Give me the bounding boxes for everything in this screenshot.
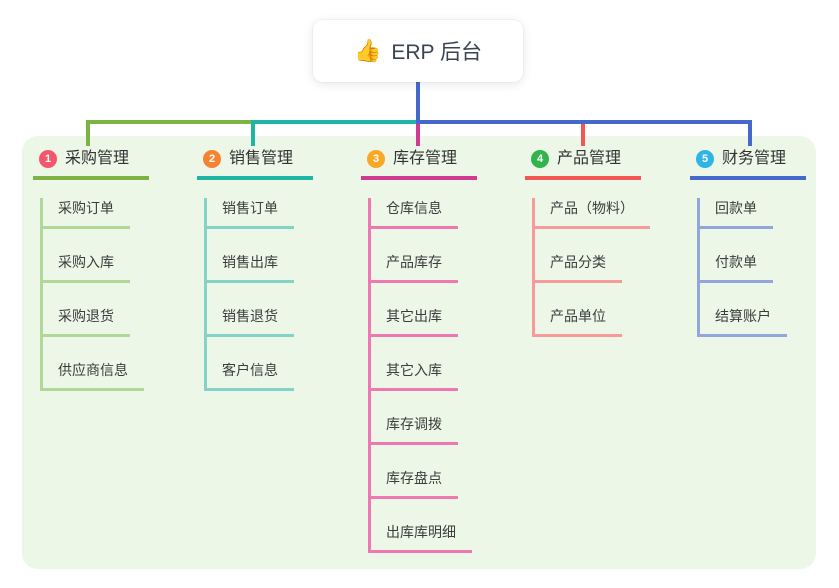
connector-branch-purchase-drop [86, 120, 90, 146]
connector-branch-finance-stem [416, 82, 420, 124]
sub-item[interactable]: 库存盘点 [371, 468, 458, 499]
connector-branch-inventory-drop [416, 120, 420, 146]
sub-item[interactable]: 销售订单 [207, 198, 294, 229]
branch-label: 财务管理 [722, 150, 787, 167]
connector-branch-product-drop [581, 120, 585, 146]
branch-label: 销售管理 [229, 150, 294, 167]
sub-item[interactable]: 产品（物料） [535, 198, 650, 229]
sub-item[interactable]: 结算账户 [700, 306, 787, 337]
branch-number-badge: 4 [531, 150, 549, 168]
branch-sales: 2 销售管理销售订单销售出库销售退货客户信息 [197, 146, 314, 391]
branch-header-finance[interactable]: 5 财务管理 [690, 146, 807, 180]
sub-item[interactable]: 销售出库 [207, 252, 294, 283]
sub-item[interactable]: 产品分类 [535, 252, 622, 283]
branch-number-badge: 2 [203, 150, 221, 168]
sub-list-finance: 回款单付款单结算账户 [697, 198, 787, 337]
sub-item[interactable]: 采购入库 [43, 252, 130, 283]
sub-item[interactable]: 产品单位 [535, 306, 622, 337]
branch-number-badge: 3 [367, 150, 385, 168]
branch-number-badge: 1 [39, 150, 57, 168]
sub-item[interactable]: 采购退货 [43, 306, 130, 337]
branch-header-sales[interactable]: 2 销售管理 [197, 146, 314, 180]
sub-list-sales: 销售订单销售出库销售退货客户信息 [204, 198, 294, 391]
root-node[interactable]: 👍 ERP 后台 [313, 20, 523, 82]
connector-branch-sales-drop [251, 120, 255, 146]
sub-list-purchase: 采购订单采购入库采购退货供应商信息 [40, 198, 144, 391]
thumbs-up-icon: 👍 [353, 38, 382, 63]
sub-item[interactable]: 付款单 [700, 252, 773, 283]
branch-header-inventory[interactable]: 3 库存管理 [361, 146, 478, 180]
branch-inventory: 3 库存管理仓库信息产品库存其它出库其它入库库存调拨库存盘点出库库明细 [361, 146, 478, 553]
sub-list-inventory: 仓库信息产品库存其它出库其它入库库存调拨库存盘点出库库明细 [368, 198, 472, 553]
branch-finance: 5 财务管理回款单付款单结算账户 [690, 146, 807, 337]
sub-item[interactable]: 供应商信息 [43, 360, 144, 391]
sub-item[interactable]: 其它出库 [371, 306, 458, 337]
connector-branch-sales-bus [251, 120, 420, 124]
branch-product: 4 产品管理产品（物料） 产品分类产品单位 [525, 146, 650, 337]
sub-item[interactable]: 库存调拨 [371, 414, 458, 445]
branch-header-purchase[interactable]: 1 采购管理 [33, 146, 150, 180]
branch-label: 产品管理 [557, 150, 622, 167]
root-node-label: ERP 后台 [391, 41, 483, 64]
branch-label: 采购管理 [65, 150, 130, 167]
sub-item[interactable]: 销售退货 [207, 306, 294, 337]
branch-number-badge: 5 [696, 150, 714, 168]
sub-item[interactable]: 其它入库 [371, 360, 458, 391]
sub-item[interactable]: 仓库信息 [371, 198, 458, 229]
branch-label: 库存管理 [393, 150, 458, 167]
sub-item[interactable]: 客户信息 [207, 360, 294, 391]
sub-list-product: 产品（物料） 产品分类产品单位 [532, 198, 650, 337]
sub-item[interactable]: 产品库存 [371, 252, 458, 283]
sub-item[interactable]: 出库库明细 [371, 522, 472, 553]
connector-branch-finance-bus [416, 120, 752, 124]
branch-purchase: 1 采购管理采购订单采购入库采购退货供应商信息 [33, 146, 150, 391]
sub-item[interactable]: 采购订单 [43, 198, 130, 229]
sub-item[interactable]: 回款单 [700, 198, 773, 229]
branch-header-product[interactable]: 4 产品管理 [525, 146, 642, 180]
connector-branch-finance-drop [748, 120, 752, 146]
